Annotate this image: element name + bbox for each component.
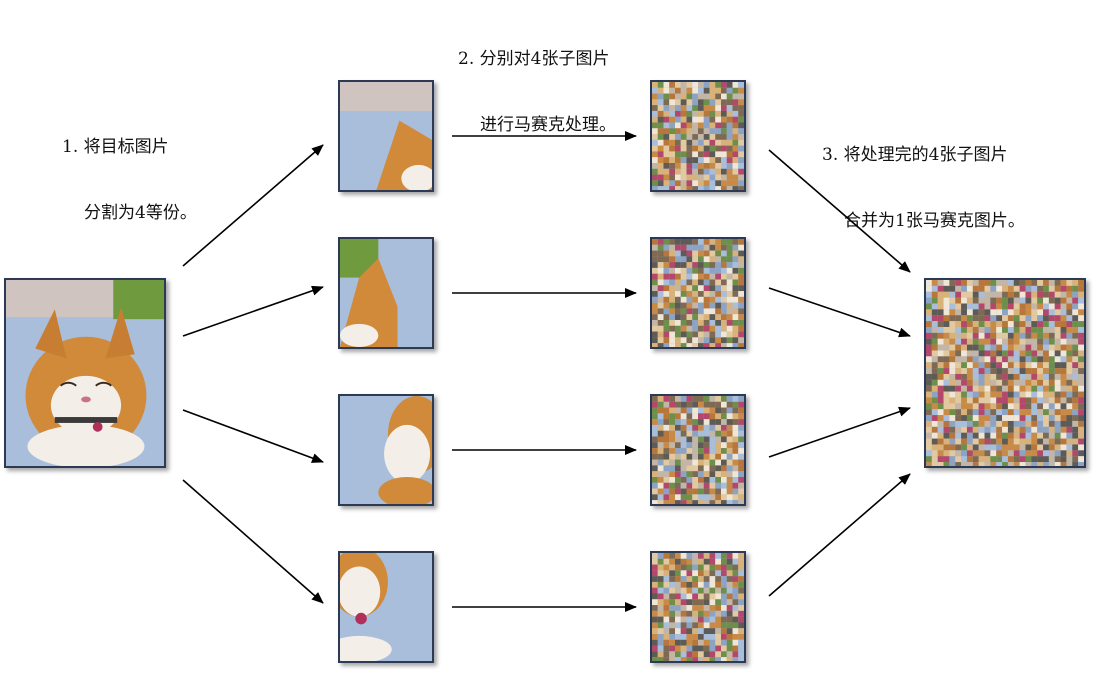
mosaic-piece-4 xyxy=(650,551,746,663)
step1-line2: 分割为4等份。 xyxy=(84,203,197,223)
arrow-split-3 xyxy=(182,409,324,463)
arrow-split-1 xyxy=(182,144,324,267)
step3-line1: 3. 将处理完的4张子图片 xyxy=(822,145,1008,165)
cat-piece-4 xyxy=(338,551,434,663)
arrow-merge-4 xyxy=(768,473,911,597)
cat-piece-3 xyxy=(338,394,434,506)
source-cat-graphic xyxy=(6,280,164,466)
cat-piece-2 xyxy=(338,237,434,349)
step1-label: 1. 将目标图片 分割为4等份。 xyxy=(62,92,197,246)
arrow-merge-3 xyxy=(768,406,911,458)
arrow-merge-1 xyxy=(768,149,911,273)
arrow-merge-2 xyxy=(768,287,911,338)
cat-piece-1 xyxy=(338,80,434,192)
mosaic-piece-1 xyxy=(650,80,746,192)
arrow-split-4 xyxy=(182,479,324,604)
cat-piece-4-graphic xyxy=(340,553,432,661)
result-mosaic-image xyxy=(924,278,1086,468)
mosaic-piece-2-graphic xyxy=(652,239,744,347)
step2-line1: 2. 分别对4张子图片 xyxy=(458,49,610,69)
cat-piece-1-graphic xyxy=(340,82,432,190)
mosaic-piece-1-graphic xyxy=(652,82,744,190)
step2-label: 2. 分别对4张子图片 进行马赛克处理。 xyxy=(458,4,616,158)
source-cat-image xyxy=(4,278,166,468)
mosaic-piece-4-graphic xyxy=(652,553,744,661)
mosaic-piece-3-graphic xyxy=(652,396,744,504)
result-mosaic-graphic xyxy=(926,280,1084,466)
cat-piece-2-graphic xyxy=(340,239,432,347)
arrow-split-2 xyxy=(182,285,324,337)
step3-line2: 合并为1张马赛克图片。 xyxy=(844,211,1025,231)
mosaic-piece-2 xyxy=(650,237,746,349)
step1-line1: 1. 将目标图片 xyxy=(62,137,169,157)
mosaic-piece-3 xyxy=(650,394,746,506)
step2-line2: 进行马赛克处理。 xyxy=(480,115,616,135)
cat-piece-3-graphic xyxy=(340,396,432,504)
step3-label: 3. 将处理完的4张子图片 合并为1张马赛克图片。 xyxy=(822,100,1025,254)
